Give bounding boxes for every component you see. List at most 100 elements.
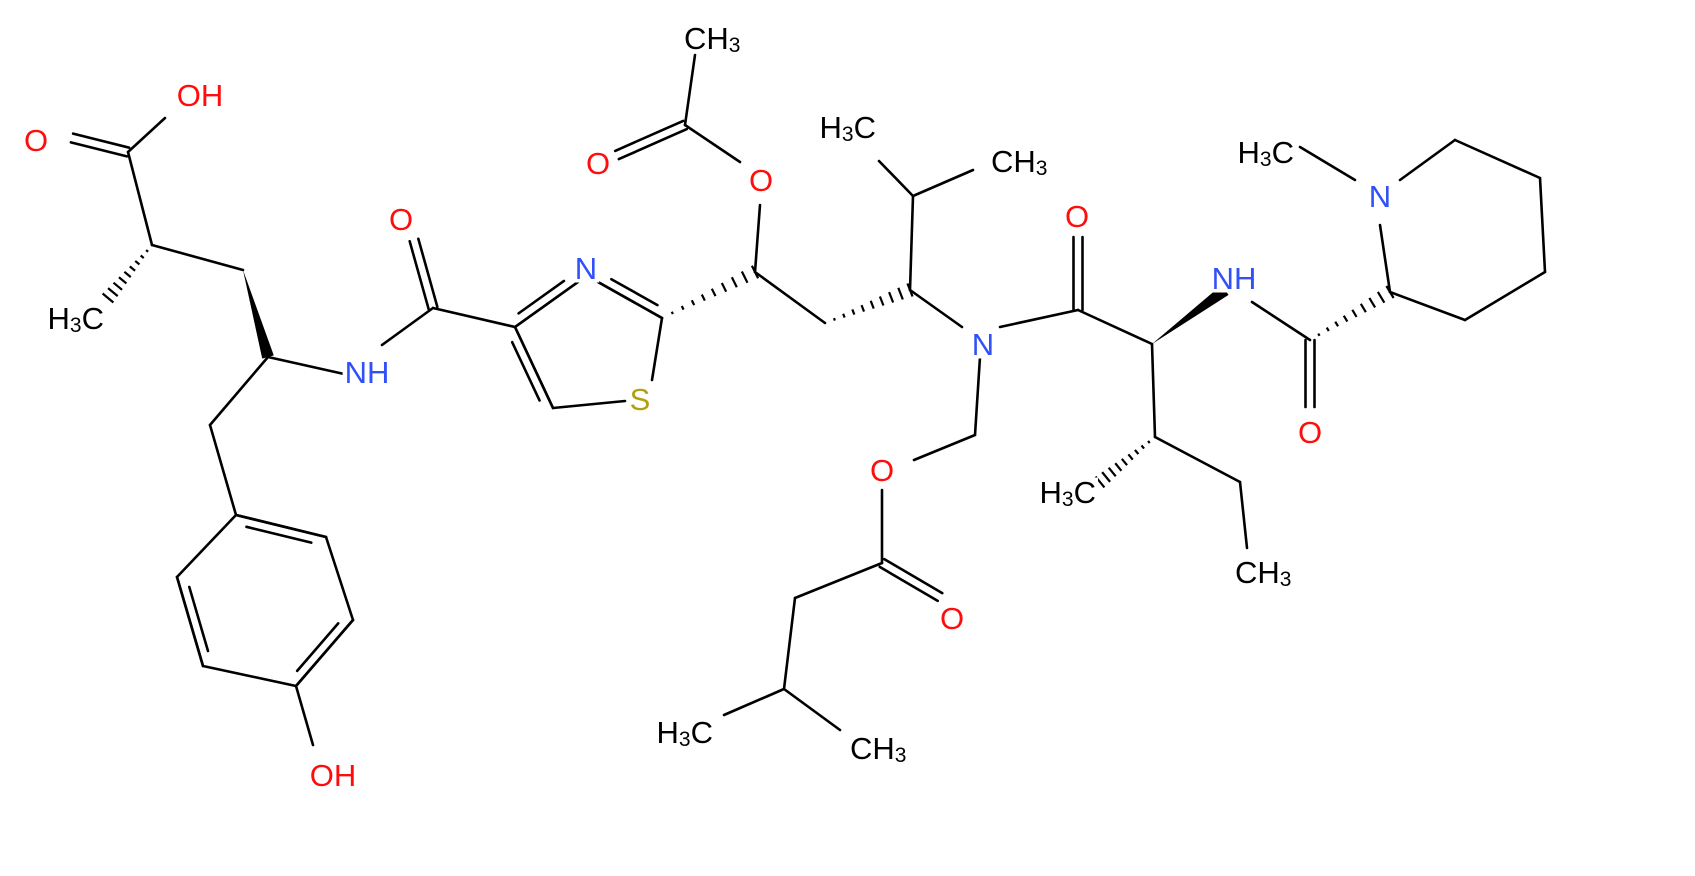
- atom-label-part: 3: [895, 744, 907, 767]
- hash-bond-stroke: [851, 309, 856, 315]
- atom-label-part: N: [972, 327, 994, 362]
- double-bond-inner: [245, 525, 313, 544]
- label-background: [1295, 417, 1325, 447]
- atom-label-part: C: [1272, 135, 1294, 170]
- label-background: [1366, 181, 1394, 211]
- label-background: [867, 455, 897, 485]
- label-background: [937, 603, 967, 633]
- atom-label-part: 3: [679, 728, 691, 751]
- double-bond: [513, 325, 555, 410]
- atom-label-o-ester2-dbl: O: [940, 601, 964, 636]
- single-bond: [126, 150, 154, 247]
- single-bond: [201, 664, 298, 688]
- wedge-bond: [1152, 285, 1229, 344]
- single-bond: [1238, 480, 1249, 550]
- hash-bond-stroke: [139, 254, 145, 259]
- double-bond: [513, 280, 580, 329]
- atom-label-part: H: [48, 301, 70, 336]
- atom-label-part: 3: [842, 123, 854, 146]
- atom-label-ch3-ipr-b: CH3: [991, 144, 1047, 180]
- double-bond: [617, 127, 689, 161]
- atom-label-part: O: [870, 453, 894, 488]
- atom-label-ch3-nmethyl: H3C: [1238, 135, 1294, 171]
- hash-bond-stroke: [720, 282, 728, 293]
- atom-label-oh-acid: OH: [177, 78, 224, 113]
- atom-label-part: H: [334, 758, 356, 793]
- atom-label-ch3-acid: H3C: [48, 301, 104, 337]
- hash-bond-stroke: [1140, 444, 1145, 450]
- double-bond-inner: [610, 277, 659, 307]
- single-bond: [431, 306, 517, 329]
- double-bond-inner: [187, 585, 210, 653]
- hash-bond-stroke: [1114, 462, 1123, 472]
- single-bond: [908, 288, 964, 329]
- atom-label-part: H: [201, 78, 223, 113]
- double-bond: [882, 557, 944, 595]
- single-bond: [1150, 342, 1157, 439]
- atom-label-o-acid-dbl: O: [24, 123, 48, 158]
- atom-label-part: 3: [1260, 148, 1272, 171]
- atom-label-o-amide1: O: [389, 202, 413, 237]
- hash-bond-stroke: [107, 287, 119, 297]
- hash-bond-stroke: [1134, 449, 1140, 455]
- single-bond: [1398, 138, 1457, 182]
- atom-label-part: N: [1369, 179, 1391, 214]
- double-bond: [234, 513, 328, 539]
- hash-bond-stroke: [842, 313, 846, 318]
- atom-label-o-amide2: O: [1065, 199, 1089, 234]
- single-bond: [753, 270, 827, 325]
- single-bond: [683, 123, 742, 164]
- atom-label-ch3-iso-b: CH3: [850, 731, 906, 767]
- single-bond: [208, 355, 270, 427]
- single-bond: [1538, 176, 1547, 274]
- atom-label-nh-amide1: NH: [345, 355, 390, 390]
- hash-bond-stroke: [869, 300, 875, 309]
- hash-bond-stroke: [1351, 309, 1358, 318]
- label-background: [1037, 477, 1098, 508]
- label-background: [627, 384, 653, 414]
- hash-bond-stroke: [145, 249, 149, 253]
- single-bond: [911, 168, 975, 198]
- hash-bond-stroke: [878, 296, 885, 306]
- hash-bond-stroke: [1334, 321, 1340, 327]
- label-background: [1235, 137, 1296, 168]
- double-bond: [596, 280, 664, 320]
- single-bond: [208, 423, 238, 517]
- single-bond: [1378, 223, 1392, 294]
- atom-label-part: H: [820, 110, 842, 145]
- label-background: [386, 204, 416, 234]
- hash-bond-stroke: [1359, 303, 1367, 313]
- atom-label-ch3-ile-b: CH3: [1235, 555, 1291, 591]
- atom-label-s-thiazole: S: [630, 382, 651, 417]
- hash-bond-stroke: [134, 260, 141, 266]
- single-bond: [1388, 290, 1467, 322]
- hash-bond-stroke: [1147, 440, 1151, 444]
- hash-bond-stroke: [112, 281, 123, 291]
- hash-bond-stroke: [1127, 453, 1134, 461]
- atom-label-part: 3: [1036, 157, 1048, 180]
- hash-bond-stroke: [1342, 315, 1349, 323]
- hash-bond-stroke: [897, 287, 904, 300]
- hash-bond-stroke: [660, 316, 664, 320]
- atom-label-part: 3: [70, 314, 82, 337]
- atom-label-o-acetyl-dbl: O: [586, 146, 610, 181]
- atom-label-nh-amide3: NH: [1212, 261, 1257, 296]
- label-background: [21, 125, 51, 155]
- label-background: [342, 357, 392, 387]
- atom-label-ch3-ipr-a: H3C: [820, 110, 876, 146]
- hash-bond-stroke: [860, 304, 866, 312]
- double-bond-inner: [517, 279, 566, 315]
- hash-bond-stroke: [740, 270, 749, 284]
- label-background: [583, 148, 613, 178]
- single-bond: [973, 355, 982, 437]
- single-bond: [551, 399, 627, 410]
- hash-bond-stroke: [1107, 466, 1117, 478]
- double-bond: [613, 119, 685, 153]
- double-bond-inner: [295, 622, 340, 673]
- atom-label-part: O: [310, 758, 334, 793]
- atom-label-part: O: [24, 123, 48, 158]
- atom-label-part: H: [1257, 555, 1279, 590]
- atom-label-part: C: [691, 715, 713, 750]
- single-bond: [1298, 145, 1357, 182]
